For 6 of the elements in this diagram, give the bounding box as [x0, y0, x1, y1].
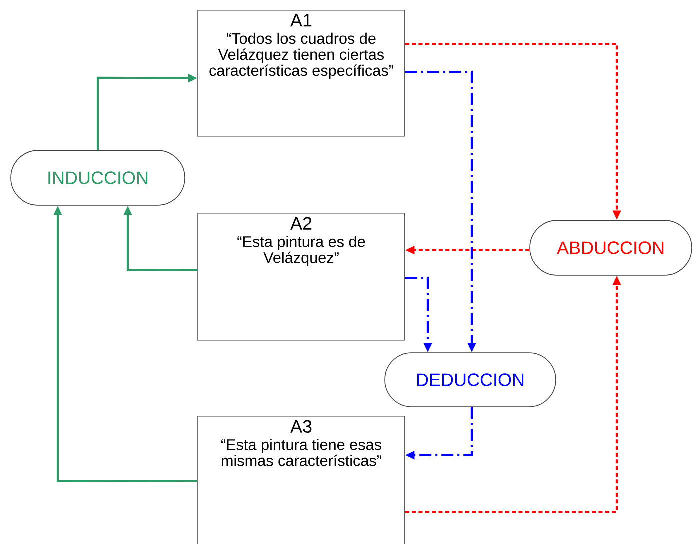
statement-box: A1 “Todos los cuadros de Velázquez tienen ciertas características específicas” [198, 10, 406, 137]
statement-box: A2 “Esta pintura es de Velázquez” [198, 213, 406, 341]
process-pill: INDUCCION [10, 150, 186, 206]
process-pill: DEDUCCION [384, 352, 556, 408]
process-pill: ABDUCCION [530, 220, 692, 276]
statement-box: A3 “Esta pintura tiene esas mismas características” [198, 416, 406, 544]
